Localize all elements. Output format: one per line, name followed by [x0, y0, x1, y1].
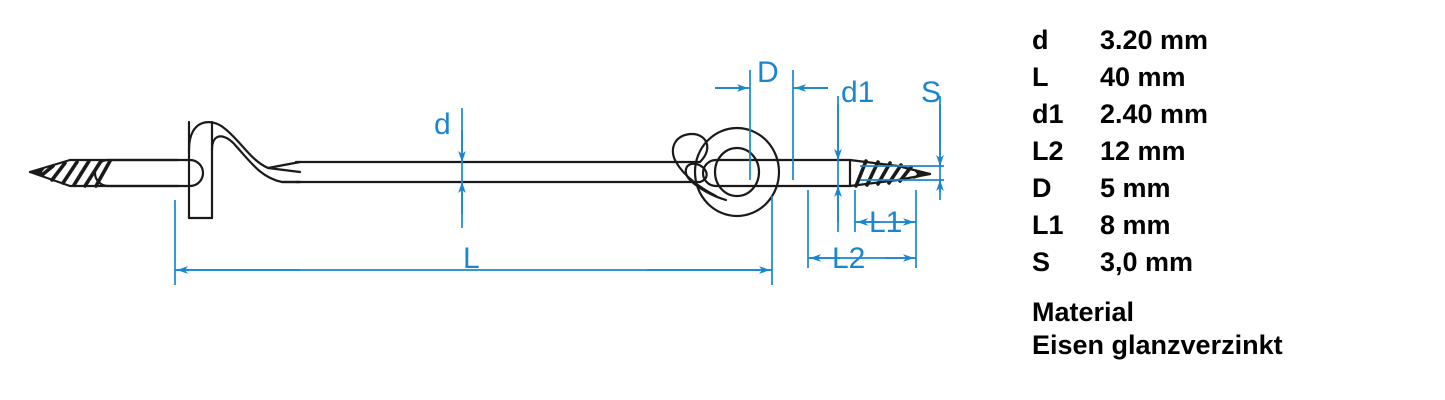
material-block: Material Eisen glanzverzinkt: [1032, 296, 1432, 362]
spec-symbol: L: [1032, 62, 1049, 92]
spec-row: S 3,0 mm: [1032, 244, 1432, 281]
dimension-labels: d L D d1 S L1 L2: [434, 56, 941, 275]
hook-bend-inner: [210, 135, 302, 184]
spec-symbol: d: [1032, 25, 1049, 55]
spec-symbol: d1: [1032, 99, 1064, 129]
right-shank-collar: [701, 158, 852, 188]
dim-label-L: L: [463, 242, 480, 275]
material-value: Eisen glanzverzinkt: [1032, 330, 1283, 360]
left-screw-point: [30, 168, 45, 177]
spec-value: 12 mm: [1100, 136, 1186, 166]
technical-drawing: d L D d1 S L1 L2: [28, 56, 944, 285]
spec-value: 3,0 mm: [1100, 247, 1194, 277]
shaft-left-join-top: [266, 160, 302, 170]
spec-row: L2 12 mm: [1032, 133, 1432, 170]
right-screw-point: [913, 169, 930, 179]
spec-symbol: L1: [1032, 210, 1064, 240]
spec-symbol: D: [1032, 173, 1052, 203]
eye-ring-outer: [693, 126, 781, 218]
dim-label-D: D: [757, 56, 779, 89]
dim-label-L2: L2: [832, 242, 865, 275]
spec-row: d 3.20 mm: [1032, 22, 1432, 59]
hook-bend-outer: [187, 121, 302, 174]
spec-row: L1 8 mm: [1032, 207, 1432, 244]
spec-value: 3.20 mm: [1100, 25, 1209, 55]
spec-symbol: S: [1032, 247, 1051, 277]
dimension-lines: [174, 70, 944, 285]
spec-value: 5 mm: [1100, 173, 1171, 203]
hook-outline: [28, 120, 932, 220]
terminal-hook-inner: [684, 162, 728, 202]
dim-label-d1: d1: [841, 76, 874, 109]
spec-value: 8 mm: [1100, 210, 1171, 240]
drawing-canvas: d L D d1 S L1 L2: [28, 56, 944, 285]
left-shank-collar: [93, 158, 205, 188]
dim-label-S: S: [921, 76, 941, 109]
dim-label-L1: L1: [869, 206, 902, 239]
dim-label-d: d: [434, 108, 451, 141]
eye-ring-inner: [713, 146, 761, 198]
material-heading: Material: [1032, 297, 1135, 327]
specification-table: d 3.20 mm L 40 mm d1 2.40 mm L2 12 mm D …: [1032, 22, 1432, 382]
left-screw-threads: [40, 159, 112, 188]
spec-value: 2.40 mm: [1100, 99, 1209, 129]
left-screw-upper-taper: [28, 158, 110, 174]
spec-row: L 40 mm: [1032, 59, 1432, 96]
spec-symbol: L2: [1032, 136, 1064, 166]
spec-row: d1 2.40 mm: [1032, 96, 1432, 133]
spec-value: 40 mm: [1100, 62, 1186, 92]
spec-row: D 5 mm: [1032, 170, 1432, 207]
